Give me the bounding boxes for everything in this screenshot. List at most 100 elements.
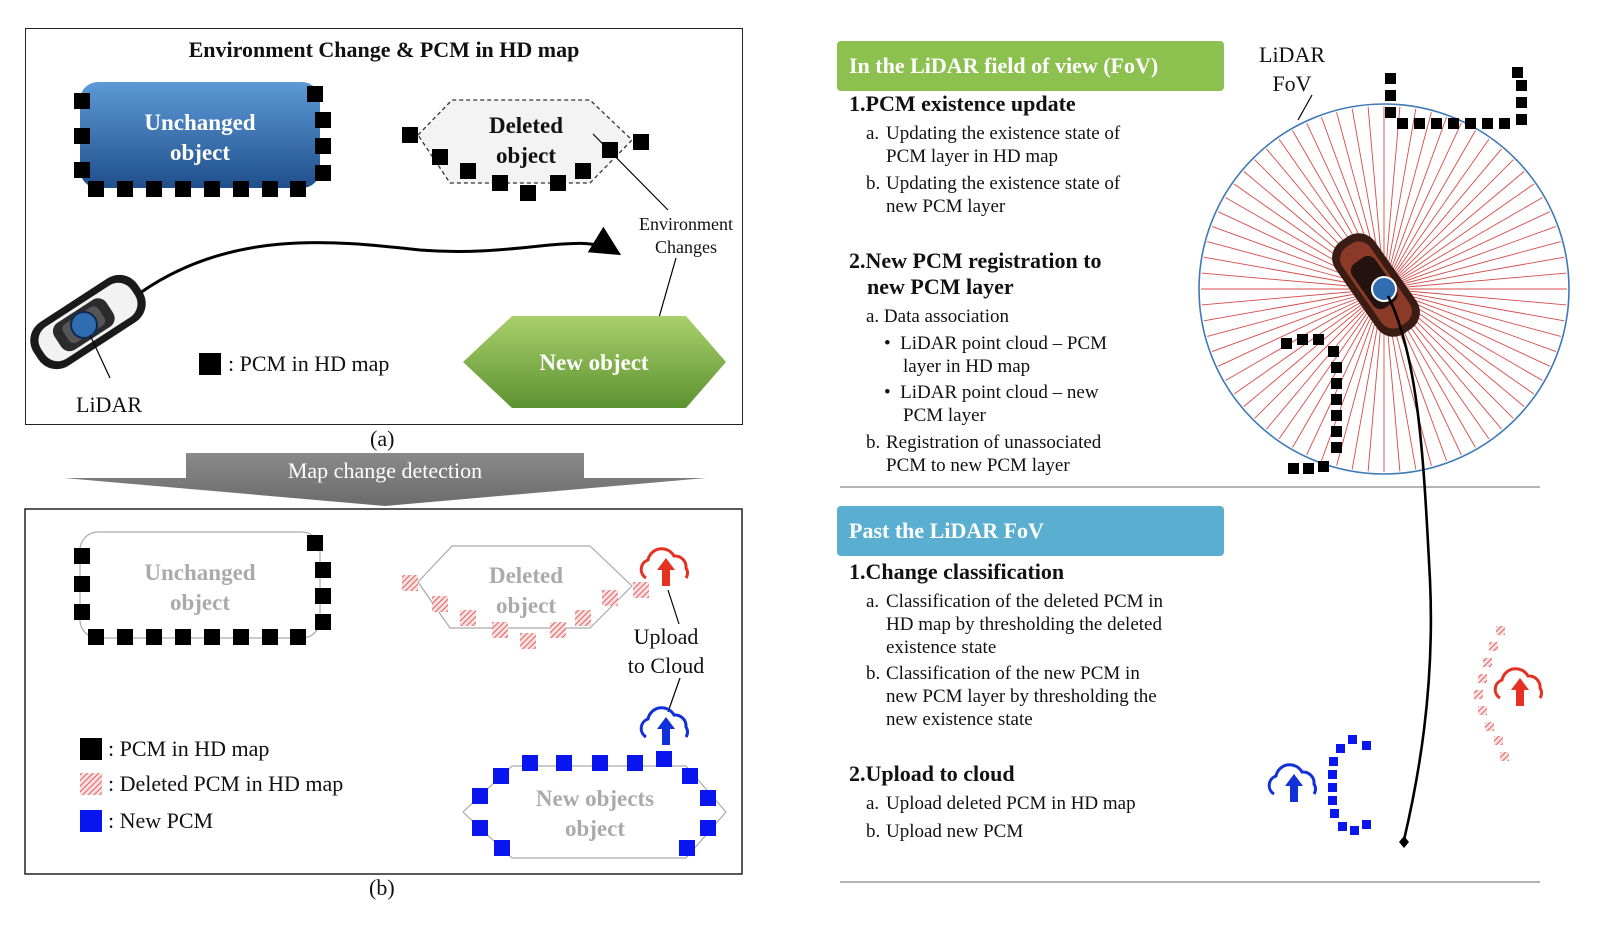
- item-1a-line1: Updating the existence state of: [886, 123, 1121, 144]
- item-c1b-line1: Classification of the new PCM in: [886, 663, 1140, 684]
- item-u2b: b.Upload new PCM: [866, 820, 1023, 843]
- lidar-ray: [1383, 183, 1535, 290]
- unchanged-object-label-b: Unchanged object: [120, 558, 280, 618]
- deleted-b-line1: Deleted: [488, 563, 564, 588]
- legend-new-label: : New PCM: [108, 808, 214, 833]
- deleted-pcm-squares-b: [402, 575, 649, 649]
- deleted-object-label-b: Deleted object: [466, 561, 586, 621]
- pcm-squares-unchanged-a: [74, 86, 331, 197]
- env-changes-line1: Environment: [639, 214, 733, 234]
- item-2b-label: b.: [866, 432, 881, 453]
- lidar-ray: [1383, 225, 1557, 290]
- item-c1b-label: b.: [866, 663, 881, 684]
- bullet-dot-icon: •: [884, 382, 901, 403]
- pcm-squares-deleted-a: [402, 127, 649, 201]
- lidar-ray: [1383, 171, 1525, 290]
- lidar-ray: [1383, 138, 1490, 290]
- item-2b-line1: Registration of unassociated: [886, 432, 1102, 453]
- heading-upload-to-cloud: 2.Upload to cloud: [849, 761, 1015, 786]
- new-objects-label-b: New objects object: [510, 784, 680, 844]
- deleted-pcm-squares-right: [1474, 626, 1509, 761]
- item-2a: a. Data association: [866, 306, 1009, 327]
- item-1a: a. Updating the existence state of PCM la…: [866, 122, 1120, 168]
- item-c1a-line1: Classification of the deleted PCM in: [886, 591, 1164, 612]
- lidar-fov-circle: [1198, 103, 1570, 475]
- heading-change-classification: 1.Change classification: [849, 559, 1065, 584]
- lidar-ray: [1254, 288, 1385, 419]
- unchanged-label-line2: object: [169, 140, 231, 165]
- heading-pcm-existence-update: 1.PCM existence update: [849, 91, 1076, 116]
- item-u2a-label: a.: [866, 793, 880, 814]
- bullet-2-line2: PCM layer: [903, 405, 986, 426]
- caption-b: (b): [369, 875, 395, 900]
- item-2b: b.Registration of unassociated PCM to ne…: [866, 431, 1101, 477]
- lidar-label: LiDAR: [76, 392, 142, 417]
- env-change-pointer-deleted: [592, 133, 669, 211]
- lidar-ray: [1217, 288, 1385, 367]
- cloud-upload-blue-icon: [639, 706, 689, 745]
- cloud-upload-blue-icon-right: [1267, 763, 1317, 802]
- lidar-pointer-line: [89, 334, 111, 379]
- bullet-1-line2: layer in HD map: [903, 356, 1031, 377]
- item-1a-label: a.: [866, 123, 880, 144]
- cloud-upload-red-icon-right: [1493, 667, 1543, 706]
- unchanged-label-line1: Unchanged: [144, 110, 256, 135]
- heading-2-line1: 2.New PCM registration to: [849, 248, 1102, 273]
- lidar-ray: [1243, 288, 1385, 407]
- item-c1b-line3: new existence state: [886, 709, 1033, 730]
- cloud-upload-red-icon: [639, 547, 689, 586]
- item-c1b-line2: new PCM layer by thresholding the: [886, 686, 1157, 707]
- new-pcm-squares-right: [1328, 735, 1371, 835]
- new-object-label: New object: [539, 350, 649, 375]
- pcm-squares-unchanged-b: [74, 535, 331, 645]
- caption-a: (a): [370, 426, 395, 451]
- deleted-b-line2: object: [495, 593, 557, 618]
- vehicle-trajectory-a: [139, 226, 622, 295]
- lidar-ray: [1383, 108, 1417, 290]
- item-1b: b.Updating the existence state of new PC…: [866, 172, 1120, 218]
- environment-changes-label: Environment Changes: [626, 213, 746, 259]
- vehicle-trajectory-right: [1386, 295, 1433, 841]
- bullet-1: • LiDAR point cloud – PCM layer in HD ma…: [884, 332, 1107, 378]
- lidar-ray: [1383, 288, 1567, 306]
- new-objects-line2: object: [564, 816, 626, 841]
- map-change-arrow: [64, 453, 706, 506]
- legend-deleted-label: : Deleted PCM in HD map: [108, 771, 344, 796]
- fov-label-pointer: [1297, 94, 1313, 121]
- lidar-ray: [1383, 122, 1462, 290]
- unchanged-b-line1: Unchanged: [144, 560, 256, 585]
- upload-line2: to Cloud: [627, 653, 705, 678]
- legend-pcm-square-a: [199, 353, 221, 375]
- item-c1b: b.Classification of the new PCM in new P…: [866, 662, 1157, 731]
- item-c1a-line2: HD map by thresholding the deleted: [886, 614, 1162, 635]
- item-c1a-label: a.: [866, 591, 880, 612]
- lidar-sensor-icon: [70, 311, 98, 339]
- lidar-ray: [1233, 288, 1385, 395]
- item-c1a: a. Classification of the deleted PCM in H…: [866, 590, 1163, 659]
- upload-pointer-bottom: [667, 677, 681, 713]
- item-2b-line2: PCM to new PCM layer: [886, 455, 1070, 476]
- lidar-ray: [1383, 112, 1432, 290]
- upload-line1: Upload: [633, 624, 699, 649]
- lidar-sensor-icon-right: [1371, 276, 1397, 302]
- env-changes-line2: Changes: [655, 237, 717, 257]
- panel-b-frame: [24, 508, 743, 875]
- pcm-squares-right-left: [1281, 334, 1342, 474]
- unchanged-object-label: Unchanged object: [120, 108, 280, 168]
- lidar-ray: [1207, 288, 1385, 337]
- lidar-ray: [1383, 197, 1543, 290]
- new-object-shape: [463, 316, 726, 408]
- heading-new-pcm-registration: 2.New PCM registration to new PCM layer: [849, 248, 1102, 300]
- deleted-label-line1: Deleted: [488, 113, 564, 138]
- panel-a-title: Environment Change & PCM in HD map: [188, 37, 580, 62]
- bullet-dot-icon: •: [884, 333, 901, 354]
- legend-new-square: [80, 810, 102, 832]
- lidar-ray: [1383, 116, 1448, 290]
- section-header-past-fov: Past the LiDAR FoV: [837, 506, 1224, 556]
- fov-label-line1: LiDAR: [1259, 42, 1325, 67]
- item-1a-line2: PCM layer in HD map: [886, 146, 1059, 167]
- trajectory-end-marker: [1399, 836, 1409, 848]
- bullet-2: • LiDAR point cloud – new PCM layer: [884, 381, 1099, 427]
- lidar-ray: [1383, 256, 1565, 290]
- item-1b-line1: Updating the existence state of: [886, 173, 1121, 194]
